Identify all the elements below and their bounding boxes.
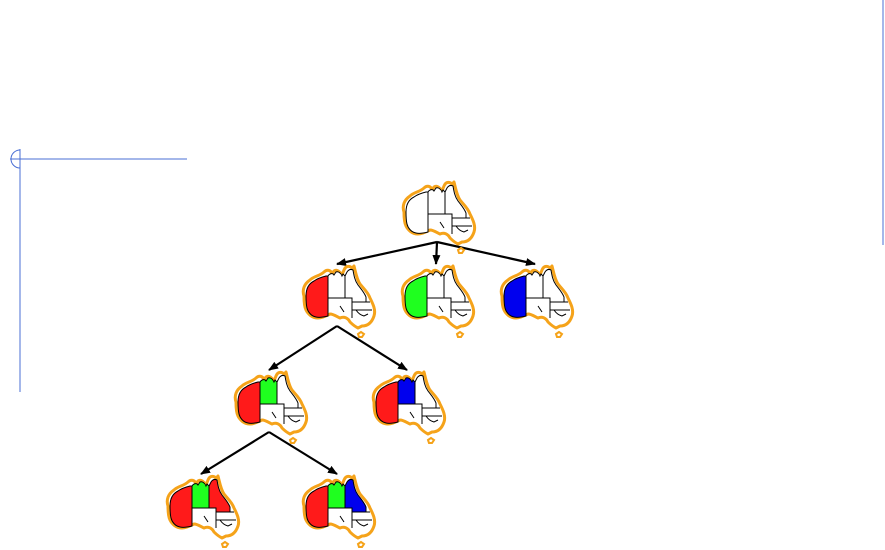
australia-map-wa-blue: [499, 264, 575, 338]
tree-edge-arrow: [336, 325, 408, 371]
region-nt: [327, 271, 346, 299]
tree-edge-arrow: [268, 431, 338, 475]
tree-edges: [200, 240, 536, 475]
tree-edge-arrow: [200, 431, 270, 475]
region-nt: [259, 377, 278, 405]
state-borders: [327, 297, 372, 318]
region-wa: [305, 485, 329, 528]
state-borders: [259, 403, 304, 424]
state-borders: [397, 403, 442, 424]
region-wa: [405, 191, 429, 234]
state-borders: [327, 507, 372, 528]
australia-map-nt-green: [233, 370, 309, 444]
corner-registration-mark: [10, 149, 187, 392]
region-nt: [426, 271, 445, 299]
region-qld: [414, 374, 437, 409]
state-borders: [426, 297, 471, 318]
tasmania: [356, 330, 366, 338]
tree-edge-arrow: [432, 241, 441, 265]
region-wa: [375, 381, 399, 424]
region-wa: [503, 275, 527, 318]
tasmania: [356, 540, 366, 548]
region-qld: [542, 268, 565, 303]
australia-map-root: [401, 180, 477, 254]
tree-edge-arrow: [436, 240, 536, 266]
australia-map-qld-blue: [301, 474, 377, 548]
tasmania: [455, 330, 465, 338]
state-borders: [427, 213, 472, 234]
tree-edge-arrow: [268, 325, 338, 371]
australia-map-wa-red: [301, 264, 377, 338]
region-qld: [276, 374, 299, 409]
australia-map-nt-blue: [371, 370, 447, 444]
region-wa: [404, 275, 428, 318]
region-wa: [305, 275, 329, 318]
region-qld: [443, 268, 466, 303]
region-nt: [397, 377, 416, 405]
tasmania: [554, 330, 564, 338]
tasmania: [456, 246, 466, 254]
tree-nodes: [165, 180, 575, 548]
region-nt: [191, 481, 210, 509]
state-borders: [191, 507, 236, 528]
tasmania: [220, 540, 230, 548]
region-qld: [344, 268, 367, 303]
australia-map-wa-green: [400, 264, 476, 338]
state-borders: [525, 297, 570, 318]
region-nt: [427, 187, 446, 215]
region-qld: [344, 478, 367, 513]
region-nt: [525, 271, 544, 299]
australia-map-qld-red: [165, 474, 241, 548]
region-qld: [208, 478, 231, 513]
tasmania: [426, 436, 436, 444]
tasmania: [288, 436, 298, 444]
region-nt: [327, 481, 346, 509]
region-wa: [237, 381, 261, 424]
region-qld: [444, 184, 467, 219]
tree-edge-arrow: [336, 240, 438, 266]
region-wa: [169, 485, 193, 528]
